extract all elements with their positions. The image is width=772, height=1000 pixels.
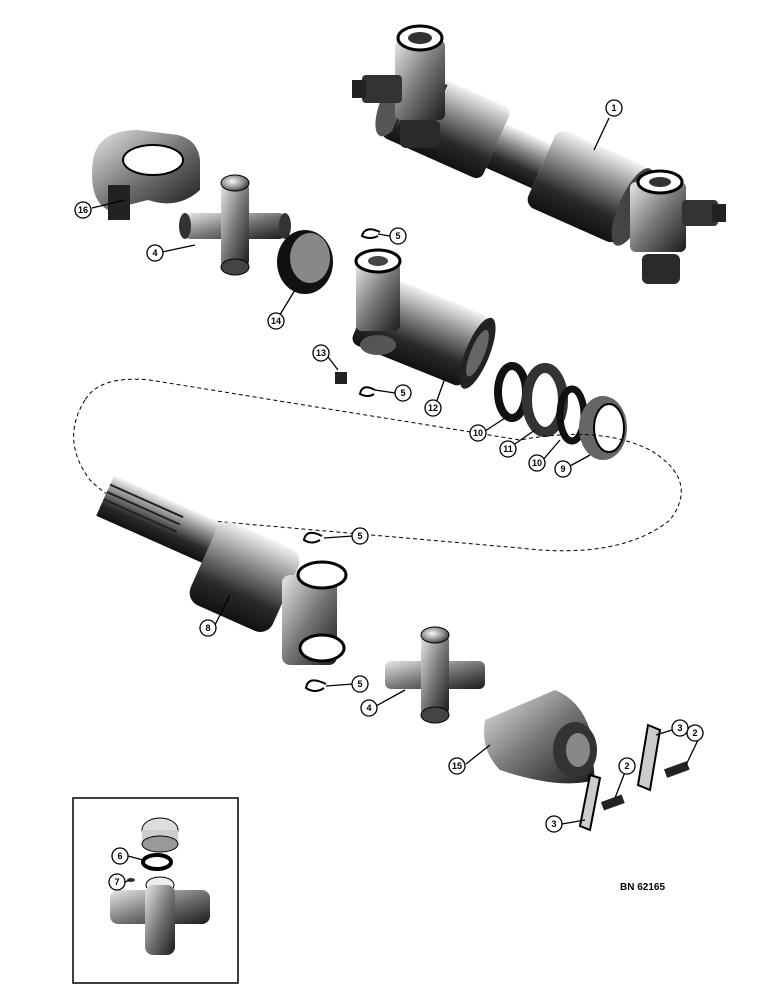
assembly-boundary-line bbox=[73, 378, 682, 552]
svg-text:5: 5 bbox=[400, 388, 405, 398]
svg-text:3: 3 bbox=[677, 723, 682, 733]
svg-text:7: 7 bbox=[114, 877, 119, 887]
part-9-dust-cap-nut bbox=[579, 396, 627, 460]
part-15-end-yoke bbox=[484, 690, 597, 784]
part-5-snap-ring-3 bbox=[302, 531, 323, 544]
part-14-dust-cap bbox=[277, 230, 333, 294]
part-5-snap-ring-4 bbox=[304, 679, 327, 692]
part-5-snap-ring-2 bbox=[358, 386, 376, 397]
svg-text:2: 2 bbox=[692, 728, 697, 738]
part-4-universal-joint bbox=[179, 174, 291, 276]
callout-4: 4 bbox=[146, 244, 164, 262]
callout-5: 5 bbox=[389, 227, 407, 245]
leader-lines bbox=[91, 117, 699, 883]
part-12-slip-yoke bbox=[352, 248, 496, 389]
callout-13: 13 bbox=[312, 344, 330, 362]
callout-2: 2 bbox=[686, 724, 704, 742]
driveshaft-assembly bbox=[352, 24, 726, 284]
svg-text:4: 4 bbox=[152, 248, 157, 258]
callout-4-b: 4 bbox=[360, 699, 378, 717]
svg-text:5: 5 bbox=[357, 679, 362, 689]
part-13-lube-fitting bbox=[335, 372, 347, 384]
svg-text:9: 9 bbox=[560, 464, 565, 474]
callout-9: 9 bbox=[554, 460, 572, 478]
part-3-lock-strap-2 bbox=[578, 773, 602, 832]
callout-6: 6 bbox=[111, 847, 129, 865]
part-8-splined-yoke bbox=[96, 475, 348, 665]
callout-5-d: 5 bbox=[351, 675, 369, 693]
part-16-yoke bbox=[92, 130, 200, 220]
svg-text:5: 5 bbox=[395, 231, 400, 241]
callout-14: 14 bbox=[267, 312, 285, 330]
part-3-lock-strap bbox=[636, 723, 662, 792]
svg-text:4: 4 bbox=[366, 703, 371, 713]
callout-2-b: 2 bbox=[618, 757, 636, 775]
svg-text:8: 8 bbox=[205, 623, 210, 633]
svg-text:2: 2 bbox=[624, 761, 629, 771]
callout-5-c: 5 bbox=[351, 527, 369, 545]
part-2-bolt bbox=[664, 761, 690, 778]
drawing-reference-number: BN 62165 bbox=[620, 882, 665, 893]
callout-7: 7 bbox=[108, 873, 126, 891]
callout-1: 1 bbox=[605, 99, 623, 117]
callout-10-b: 10 bbox=[528, 454, 546, 472]
svg-text:5: 5 bbox=[357, 531, 362, 541]
inset-detail bbox=[72, 797, 239, 984]
callout-3: 3 bbox=[671, 719, 689, 737]
svg-text:15: 15 bbox=[452, 761, 462, 771]
svg-text:6: 6 bbox=[117, 851, 122, 861]
part-2-bolt-2 bbox=[600, 794, 625, 811]
callout-16: 16 bbox=[74, 201, 92, 219]
svg-text:3: 3 bbox=[551, 819, 556, 829]
svg-text:1: 1 bbox=[611, 103, 616, 113]
callout-5-b: 5 bbox=[394, 384, 412, 402]
callout-12: 12 bbox=[424, 399, 442, 417]
svg-text:12: 12 bbox=[428, 403, 438, 413]
svg-text:16: 16 bbox=[78, 205, 88, 215]
part-10-washer bbox=[494, 362, 530, 422]
svg-text:13: 13 bbox=[316, 348, 326, 358]
svg-text:11: 11 bbox=[503, 444, 513, 454]
callout-15: 15 bbox=[448, 757, 466, 775]
svg-text:10: 10 bbox=[532, 458, 542, 468]
svg-text:14: 14 bbox=[271, 316, 281, 326]
callout-10: 10 bbox=[469, 424, 487, 442]
callout-11: 11 bbox=[499, 440, 517, 458]
svg-text:10: 10 bbox=[473, 428, 483, 438]
part-4-universal-joint-2 bbox=[385, 626, 485, 724]
callout-3-b: 3 bbox=[545, 815, 563, 833]
part-5-snap-ring bbox=[360, 228, 381, 239]
callout-8: 8 bbox=[199, 619, 217, 637]
